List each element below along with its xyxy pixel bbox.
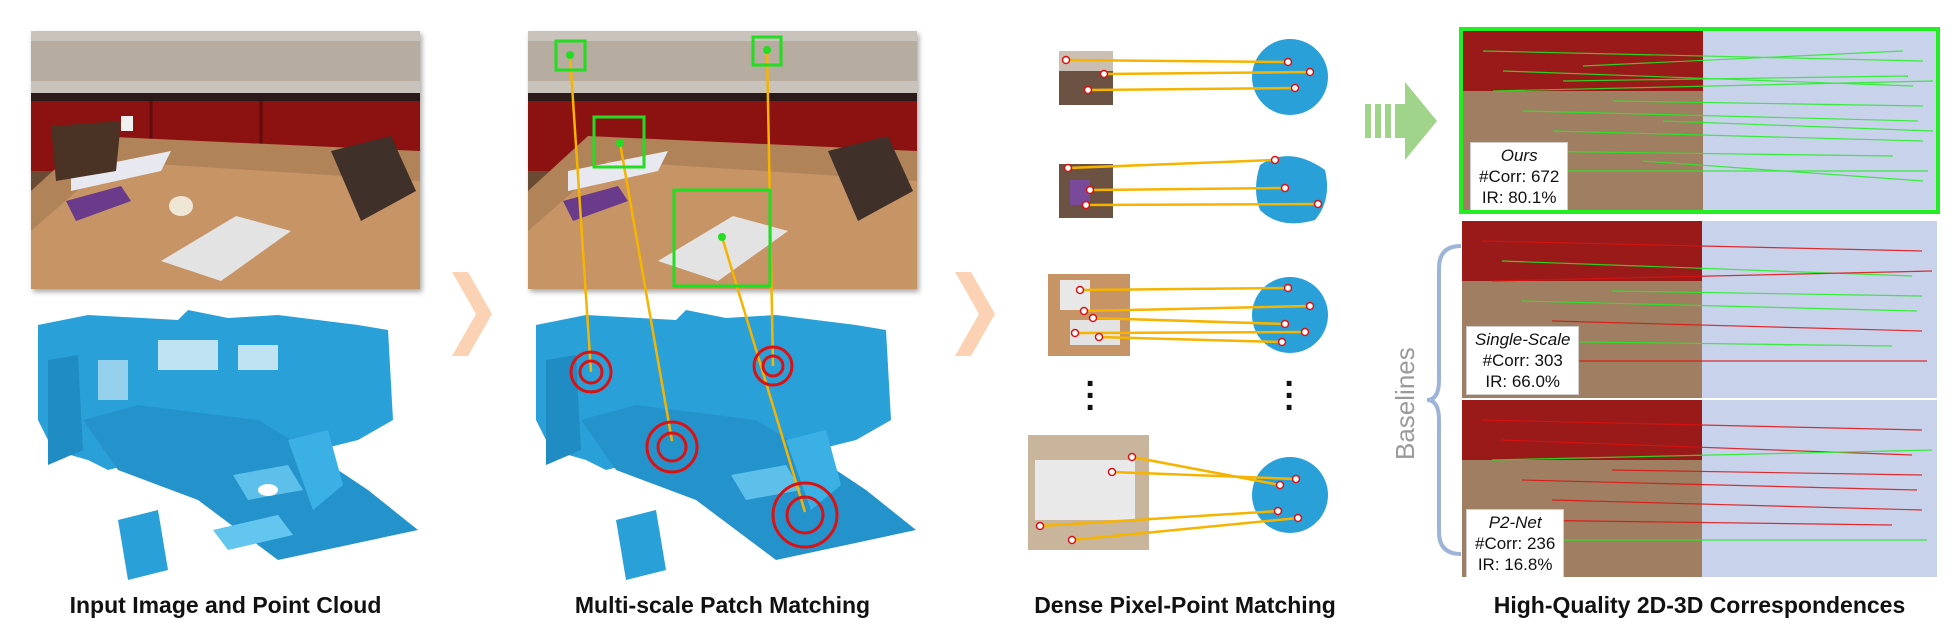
baselines-brace xyxy=(1426,244,1462,556)
dense-row-2 xyxy=(1059,155,1328,224)
result-p2net-panel: P2-Net #Corr: 236 IR: 16.8% xyxy=(1462,400,1937,577)
input-image xyxy=(31,31,420,289)
caption-input: Input Image and Point Cloud xyxy=(69,592,382,618)
p2net-label: P2-Net #Corr: 236 IR: 16.8% xyxy=(1467,510,1564,577)
dense-row-1 xyxy=(1059,39,1328,115)
dense-row-3 xyxy=(1048,274,1328,356)
baselines-label: Baselines xyxy=(1390,347,1420,460)
caption-dense: Dense Pixel-Point Matching xyxy=(1034,592,1336,618)
result-ours-panel: Ours #Corr: 672 IR: 80.1% xyxy=(1459,27,1940,214)
p2net-ir: IR: 16.8% xyxy=(1477,555,1553,574)
caption-result: High-Quality 2D-3D Correspondences xyxy=(1493,592,1906,618)
ours-ir: IR: 80.1% xyxy=(1481,188,1557,207)
patch-boxes xyxy=(554,35,783,288)
single-scale-label: Single-Scale #Corr: 303 IR: 66.0% xyxy=(1467,327,1579,394)
chevron-right-icon xyxy=(955,272,995,361)
ours-corr: #Corr: 672 xyxy=(1479,167,1560,186)
ours-label: Ours #Corr: 672 IR: 80.1% xyxy=(1471,143,1568,210)
chevron-right-icon xyxy=(452,272,492,361)
single-scale-corr: #Corr: 303 xyxy=(1482,351,1563,370)
result-single-scale-panel: Single-Scale #Corr: 303 IR: 66.0% xyxy=(1462,221,1937,398)
input-point-cloud xyxy=(28,300,428,585)
ellipsis-left-icon: ··· xyxy=(1085,365,1097,427)
single-scale-ir: IR: 66.0% xyxy=(1485,372,1561,391)
single-scale-method: Single-Scale xyxy=(1475,330,1571,349)
p2net-corr: #Corr: 236 xyxy=(1475,534,1556,553)
dense-row-4 xyxy=(1028,435,1328,550)
p2net-method: P2-Net xyxy=(1488,513,1542,532)
patch-image xyxy=(528,31,917,289)
ellipsis-right-icon: ··· xyxy=(1284,365,1296,427)
point-cloud-circles xyxy=(569,345,839,549)
patch-point-cloud xyxy=(526,300,926,585)
ours-method: Ours xyxy=(1500,146,1538,165)
dense-matching-diagram xyxy=(1028,39,1328,550)
caption-patch: Multi-scale Patch Matching xyxy=(574,592,871,618)
arrow-right-icon xyxy=(1365,82,1437,165)
